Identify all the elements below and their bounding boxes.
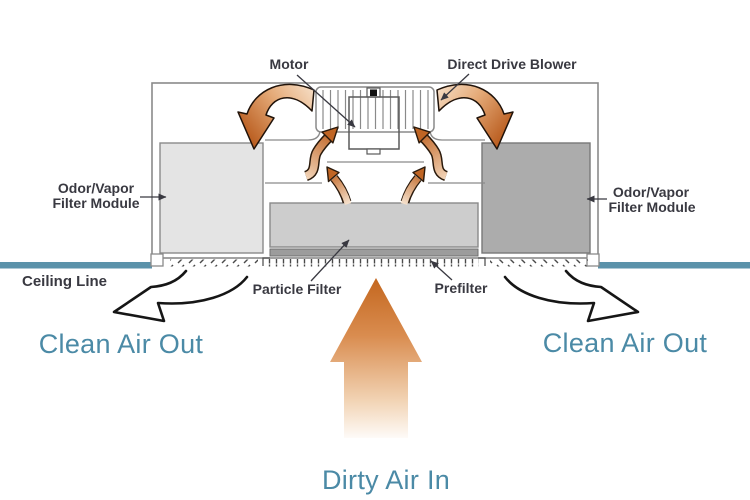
particle-filter-box bbox=[269, 202, 479, 248]
filter-track-brackets bbox=[262, 257, 486, 266]
grille-hatch-center bbox=[267, 259, 479, 267]
prefilter-leader-line bbox=[430, 260, 453, 281]
particle-filter-label: Particle Filter bbox=[253, 281, 342, 297]
ceiling-line-bar-right bbox=[598, 262, 750, 269]
motor-leader-line bbox=[296, 74, 356, 128]
ceiling-line-label: Ceiling Line bbox=[22, 273, 107, 290]
airflow-arc-arrow-left bbox=[237, 83, 315, 150]
airflow-s-arrowhead-left bbox=[321, 126, 339, 144]
motor-mount-tab-bottom bbox=[366, 148, 381, 155]
clean-air-out-text-right: Clean Air Out bbox=[543, 328, 708, 358]
internal-airflow-arrows bbox=[237, 83, 514, 205]
clean-air-swoosh-arrow-left bbox=[112, 269, 249, 323]
odor-vapor-filter-module-right bbox=[481, 142, 591, 254]
prefilter-label: Prefilter bbox=[435, 280, 488, 296]
particle-filter-leader-line bbox=[310, 239, 350, 282]
blower-leader-line bbox=[440, 73, 470, 101]
dirty-air-in-text: Dirty Air In bbox=[322, 465, 450, 495]
clean-air-swoosh-arrow-right bbox=[503, 269, 640, 323]
clean-air-out-text-left: Clean Air Out bbox=[39, 329, 204, 359]
dirty-air-in-arrow bbox=[330, 278, 422, 438]
odor-vapor-filter-module-left bbox=[159, 142, 264, 254]
odor-vapor-left-label-line2: Filter Module bbox=[52, 195, 139, 211]
grille-hatch-right bbox=[490, 259, 588, 267]
plenum-duct-lines bbox=[265, 130, 485, 184]
blower-fins bbox=[322, 90, 429, 129]
airflow-s-arrow-right bbox=[419, 133, 448, 180]
odor-vapor-right-label-line2: Filter Module bbox=[608, 199, 695, 215]
direct-drive-blower bbox=[315, 86, 435, 155]
prefilter-strip bbox=[269, 248, 479, 257]
ceiling-line-bar-left bbox=[0, 262, 152, 269]
odor-vapor-left-label-line1: Odor/Vapor bbox=[58, 180, 135, 196]
motor-label: Motor bbox=[270, 56, 309, 72]
direct-drive-blower-label: Direct Drive Blower bbox=[447, 56, 577, 72]
airflow-s-arrowhead-right bbox=[413, 126, 431, 144]
airflow-up-arrow-left bbox=[331, 175, 352, 205]
grille-hatch-left bbox=[170, 259, 258, 267]
airflow-up-arrowhead-right bbox=[412, 166, 426, 183]
airflow-up-arrow-right bbox=[400, 175, 421, 205]
airflow-s-arrow-left bbox=[304, 133, 333, 180]
housing-flange-right bbox=[586, 253, 600, 267]
airflow-up-arrowhead-left bbox=[326, 166, 340, 183]
leader-lines bbox=[140, 73, 607, 282]
housing-flange-left bbox=[150, 253, 164, 267]
odor-vapor-right-label-line1: Odor/Vapor bbox=[613, 184, 690, 200]
airflow-arc-arrow-right bbox=[436, 83, 514, 150]
motor-shaft-mark bbox=[370, 89, 377, 96]
